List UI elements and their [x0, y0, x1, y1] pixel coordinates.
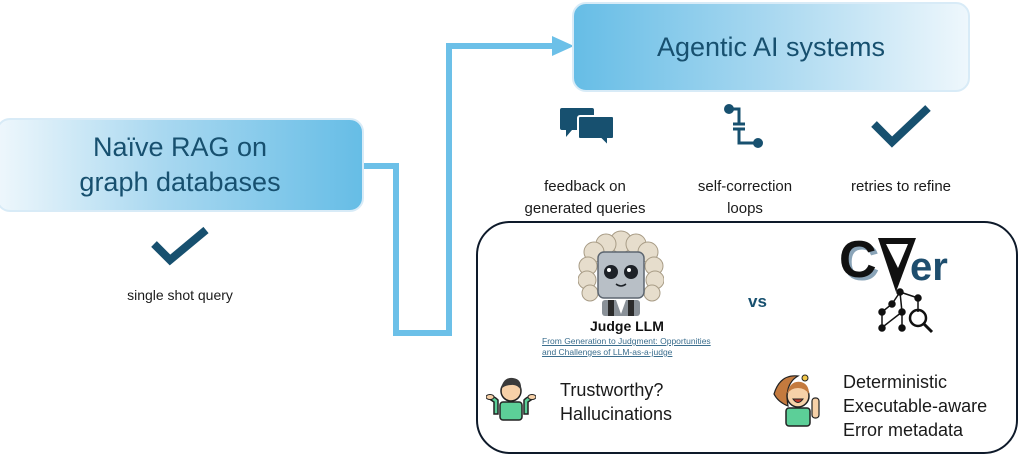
- agentic-ai-title: Agentic AI systems: [656, 31, 886, 62]
- cyver-traits: Deterministic Executable-aware Error met…: [843, 372, 988, 440]
- branch-loop-icon: [724, 104, 763, 148]
- comparison-panel: [476, 221, 1018, 454]
- naive-rag-title-line1: Naïve RAG on: [92, 132, 268, 162]
- paper-link[interactable]: From Generation to Judgment: Opportuniti…: [542, 336, 711, 357]
- chat-bubbles-icon: [560, 108, 615, 146]
- agentic-ai-box: Agentic AI systems: [572, 2, 970, 92]
- naive-feature-label: single shot query: [127, 287, 233, 303]
- feature-retries-label: retries to refine: [850, 178, 952, 195]
- judge-robot-icon: [578, 230, 664, 316]
- cheering-person-icon: [773, 374, 820, 427]
- naive-rag-box: Naïve RAG on graph databases: [0, 118, 364, 212]
- checkmark-icon: [871, 105, 931, 148]
- svg-text:C: C: [839, 232, 877, 289]
- arrow-head-icon: [552, 36, 574, 56]
- svg-text:C: C: [842, 234, 880, 292]
- feature-feedback-label: feedback on generated queries: [524, 178, 646, 217]
- shrugging-person-icon: [486, 377, 536, 421]
- judge-llm-title: Judge LLM: [590, 318, 664, 334]
- feature-self-correction-label: self-correction loops: [697, 178, 793, 217]
- svg-text:er: er: [910, 245, 948, 289]
- naive-rag-title-line2: graph databases: [79, 167, 281, 197]
- judge-traits: Trustworthy? Hallucinations: [560, 380, 673, 424]
- checkmark-icon: [151, 226, 209, 266]
- vs-label: vs: [748, 292, 767, 311]
- cyver-logo: C C er: [839, 232, 948, 334]
